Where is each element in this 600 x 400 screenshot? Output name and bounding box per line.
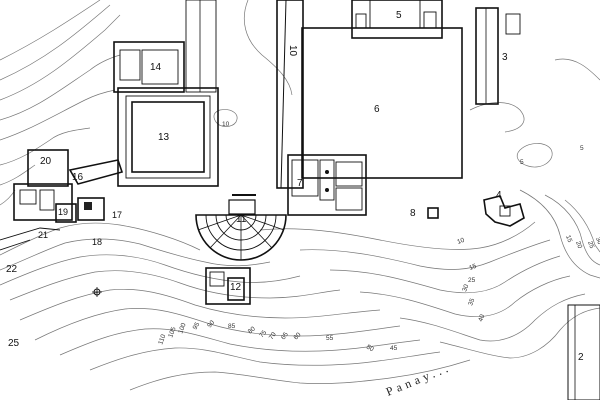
elevation-label: 5 [520,159,524,166]
building-14 [113,0,217,93]
contour-line [554,58,600,81]
elevation-label: 40 [477,313,486,323]
contour-line [0,89,116,141]
building-12 [205,267,251,305]
contour-line [0,14,121,101]
contour-line [34,308,401,341]
elevation-label: 30 [461,283,470,293]
road-label: Panay... [384,360,454,399]
elevation-label: 15 [564,234,573,244]
label-building-10: 10 [287,45,298,57]
label-building-7: 7 [297,178,303,189]
road-strip [567,304,600,400]
label-building-4: 4 [496,190,502,201]
contour-line [243,0,293,96]
building-10-stoa [276,0,304,189]
contour-line [0,164,36,186]
label-building-2: 2 [578,352,584,363]
contour-lines [0,0,600,391]
label-building-17: 17 [112,210,122,220]
contour-line [0,254,301,286]
elevation-label: 85 [228,323,236,330]
elevation-label: 5 [580,145,584,152]
building-5 [351,0,443,39]
label-building-6: 6 [374,104,380,115]
contour-line [0,127,91,166]
elevation-label: 60 [292,331,302,341]
contour-line [544,194,600,266]
label-building-18: 18 [92,237,102,247]
contour-line [519,189,600,279]
contour-line [0,238,271,271]
elevation-label: 15 [468,263,478,272]
building-cluster-west [0,149,124,251]
elevation-label: 10 [222,121,230,128]
contour-line [59,328,421,356]
building-7 [287,154,367,216]
elevation-labels: 110 105 100 95 90 85 80 75 70 65 60 55 5… [157,121,600,354]
contour-line [299,239,551,270]
label-building-22: 22 [6,264,18,275]
elevation-label: 100 [177,322,187,335]
contour-line [89,347,441,371]
elevation-label: 90 [206,319,216,329]
contour-line [469,102,525,133]
label-building-11: 11 [236,214,247,225]
contour-line [439,307,600,359]
label-building-12: 12 [230,282,242,293]
building-8 [427,207,439,219]
label-building-19: 19 [58,207,68,217]
contour-line [19,289,381,321]
elevation-label: 65 [280,331,290,341]
elevation-label: 70 [268,331,278,341]
elevation-label: 105 [167,326,177,339]
contour-line [213,109,238,127]
contour-line [129,359,471,391]
contour-line [0,4,111,81]
contour-line [0,0,101,61]
elevation-label: 25 [468,277,476,284]
contour-line [0,189,16,206]
elevation-label: 10 [456,237,466,246]
building-4 [483,195,525,227]
contour-line [399,293,586,342]
elevation-label: 45 [390,345,398,352]
contour-line [329,255,561,294]
building-11-theatre [195,194,287,261]
elevation-label: 80 [247,325,257,335]
label-building-3: 3 [502,52,508,63]
label-building-13: 13 [158,132,170,143]
elevation-label: 110 [157,333,167,345]
elevation-label: 95 [192,321,202,331]
elevation-label: 30 [594,236,600,246]
label-building-5: 5 [396,10,402,21]
elevation-label: 20 [574,240,583,250]
contour-line [564,199,600,253]
label-building-8: 8 [410,208,416,219]
contour-line [0,54,121,121]
label-building-14: 14 [150,62,162,73]
label-building-16: 16 [72,172,84,183]
building-3 [475,7,521,105]
elevation-label: 75 [258,329,268,339]
tree-symbol [92,287,102,297]
contour-line [259,221,536,250]
elevation-label: 55 [326,335,334,342]
contour-line [9,270,341,301]
label-building-25: 25 [8,338,20,349]
label-building-21: 21 [38,230,48,240]
elevation-label: 50 [365,344,375,354]
elevation-label: 35 [467,297,476,307]
contour-line [516,143,553,168]
label-building-20: 20 [40,156,52,167]
elevation-label: 25 [586,240,595,250]
building-labels: 5 3 6 14 13 10 7 8 4 11 12 2 20 16 17 18… [6,10,584,363]
contour-line [359,275,571,318]
building-13 [117,87,219,187]
